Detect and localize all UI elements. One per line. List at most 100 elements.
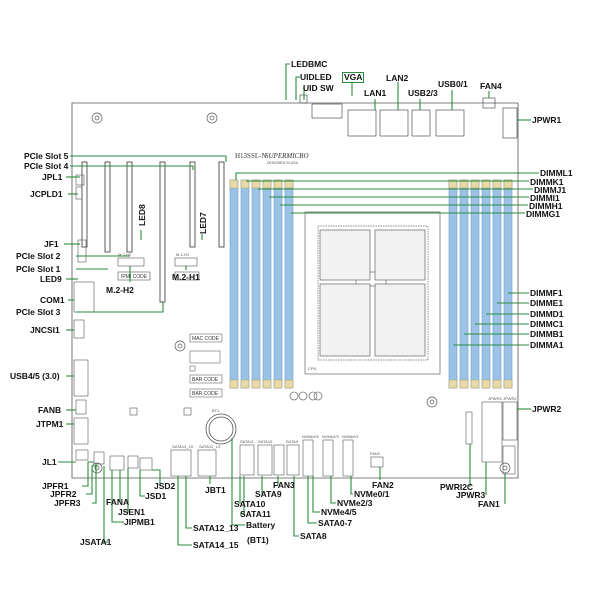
label-dimmh1: DIMMH1 [529,201,563,211]
label-sata9: SATA9 [255,489,282,499]
label-com1: COM1 [40,295,65,305]
leader-jsd1 [139,470,145,497]
dimm-slots-right [448,179,513,389]
rear-io [299,94,518,139]
bt1-board-text: BT1 [212,408,220,413]
label-pcie-slot-4: PCIe Slot 4 [24,161,69,171]
label-ledbmc: LEDBMC [291,59,328,69]
leader-sata1213 [185,476,192,529]
board-small-texts: SATA14_15 SATA12_13 SATA11 SATA10 SATA9 … [118,252,517,456]
label-jpl1: JPL1 [42,172,63,182]
label-nvme4-5: NVMe4/5 [321,507,357,517]
leader-sata07 [307,476,317,524]
svg-text:SATA12_13: SATA12_13 [199,444,221,449]
leader-nvme23 [330,476,336,504]
leader-nvme01 [350,476,353,495]
label-led9: LED9 [40,274,62,284]
leader-battery [231,438,245,526]
ipmi-code-box: IPMI CODE [121,274,148,280]
leader-sata8 [293,476,299,537]
svg-text:SATA10: SATA10 [258,439,273,444]
label-led8: LED8 [137,204,147,226]
label-m2-h2: M.2-H2 [106,285,134,295]
ce-fcc-marks [289,391,323,401]
label-jsen1: JSEN1 [118,507,145,517]
dimm-slot-left-5 [284,179,294,389]
leader-sata1415 [177,476,192,546]
label-dimmk1: DIMMK1 [530,177,564,187]
label-vga: VGA [342,72,365,83]
leader-jsen1 [124,468,129,513]
label-jpfr3: JPFR3 [54,498,81,508]
dimm-slot-right-0 [448,179,458,389]
label-jcpld1: JCPLD1 [30,189,63,199]
label-dimmg1: DIMMG1 [526,209,560,219]
label-bt1: (BT1) [247,535,269,545]
label-jncsi1: JNCSI1 [30,325,60,335]
label-usb23: USB2/3 [408,88,438,98]
code-boxes [189,333,223,398]
label-dimma1: DIMMA1 [530,340,564,350]
label-fanb: FANB [38,405,62,415]
dimm-slots-left [229,179,294,389]
leader-nvme45 [312,476,320,513]
label-m2-h1: M.2-H1 [172,272,200,282]
label-fan3: FAN3 [273,480,295,490]
svg-text:NVMe0/1: NVMe0/1 [342,434,359,439]
svg-text:SATA9: SATA9 [286,439,299,444]
label-pcie-slot-1: PCIe Slot 1 [16,264,61,274]
label-jsata1: JSATA1 [80,537,112,547]
label-jl1: JL1 [42,457,57,467]
label-pcie-slot-5: PCIe Slot 5 [24,151,69,161]
bar-code-box-1: BAR CODE [192,377,219,383]
mounting-holes [91,112,511,474]
svg-text:JPWR3: JPWR3 [488,396,502,401]
label-usb45: USB4/5 (3.0) [10,371,60,381]
left-connectors [73,174,192,471]
label-fana: FANA [106,497,130,507]
label-lan1: LAN1 [364,88,387,98]
dimm-slot-left-1 [240,179,250,389]
label-jsd2: JSD2 [154,481,176,491]
svg-text:FAN2: FAN2 [370,451,381,456]
leader-dimml1 [235,172,539,180]
dimm-slot-left-3 [262,179,272,389]
label-nvme2-3: NVMe2/3 [337,498,373,508]
svg-text:NVMe2/3: NVMe2/3 [322,434,339,439]
label-fan4: FAN4 [480,81,502,91]
dimm-slot-right-3 [481,179,491,389]
dimm-slot-right-5 [503,179,513,389]
label-sata8: SATA8 [300,531,327,541]
label-jpfr2: JPFR2 [50,489,77,499]
dimm-slot-left-2 [251,179,261,389]
bar-code-box-2: BAR CODE [192,391,219,397]
leader-jsd2 [152,469,161,486]
label-pwri2c: PWRI2C [440,482,474,492]
label-sata12-13: SATA12_13 [193,523,239,533]
board-brand: SUPERMICRO [265,152,309,160]
label-jf1: JF1 [44,239,59,249]
leader-pcie4 [70,165,194,170]
leader-jpfr3 [92,464,97,504]
leader-dimmk1 [246,180,529,182]
leader-jsata1 [103,466,108,543]
label-dimmf1: DIMMF1 [530,288,563,298]
label-sata10: SATA10 [234,499,266,509]
label-jtpm1: JTPM1 [36,419,64,429]
dimm-slot-left-4 [273,179,283,389]
label-jbt1: JBT1 [205,485,226,495]
label-battery: Battery [246,520,276,530]
label-dimmj1: DIMMJ1 [534,185,567,195]
dimm-slot-right-2 [470,179,480,389]
leader-lines [58,63,539,546]
label-nvme0-1: NVMe0/1 [354,489,390,499]
label-dimmi1: DIMMI1 [530,193,560,203]
leader-ledbmc [285,63,290,100]
leader-pcie5 [70,155,227,162]
label-jpwr2: JPWR2 [532,404,562,414]
svg-text:JPWR2: JPWR2 [503,396,517,401]
svg-text:SATA11: SATA11 [240,439,255,444]
dimm-slot-left-0 [229,179,239,389]
svg-text:M.2-H2: M.2-H2 [118,252,132,257]
